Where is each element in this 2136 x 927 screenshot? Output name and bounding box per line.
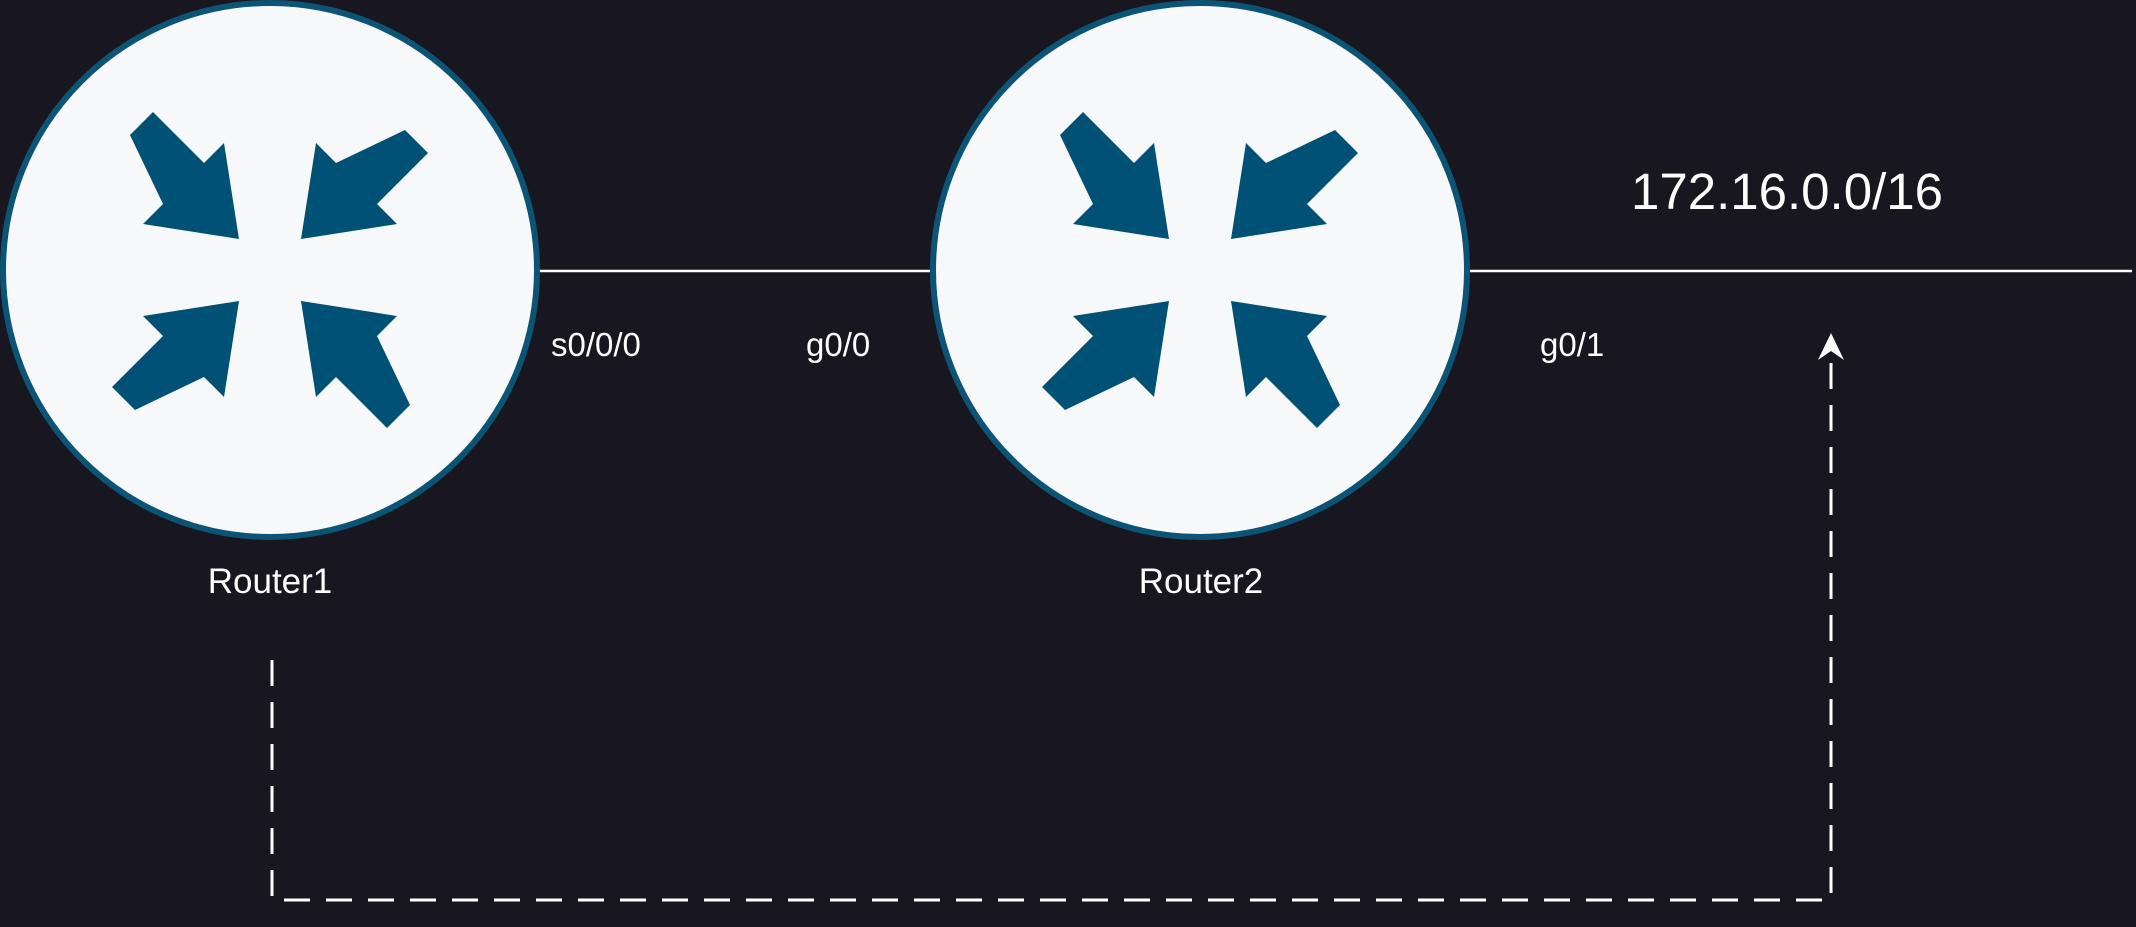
network-label: 172.16.0.0/16 — [1631, 163, 1943, 220]
router2-circle — [930, 0, 1470, 540]
route-arrowhead — [1818, 333, 1844, 360]
router2-node[interactable] — [930, 0, 1470, 540]
interface-label-g0-1: g0/1 — [1540, 326, 1604, 363]
router1-circle — [0, 0, 540, 540]
route-path-dashed — [270, 358, 1833, 902]
interface-label-s0-0-0: s0/0/0 — [551, 326, 641, 363]
interface-label-g0-0: g0/0 — [806, 326, 870, 363]
router2-label: Router2 — [1139, 562, 1264, 601]
router1-node[interactable] — [0, 0, 540, 540]
router1-label: Router1 — [208, 562, 333, 601]
